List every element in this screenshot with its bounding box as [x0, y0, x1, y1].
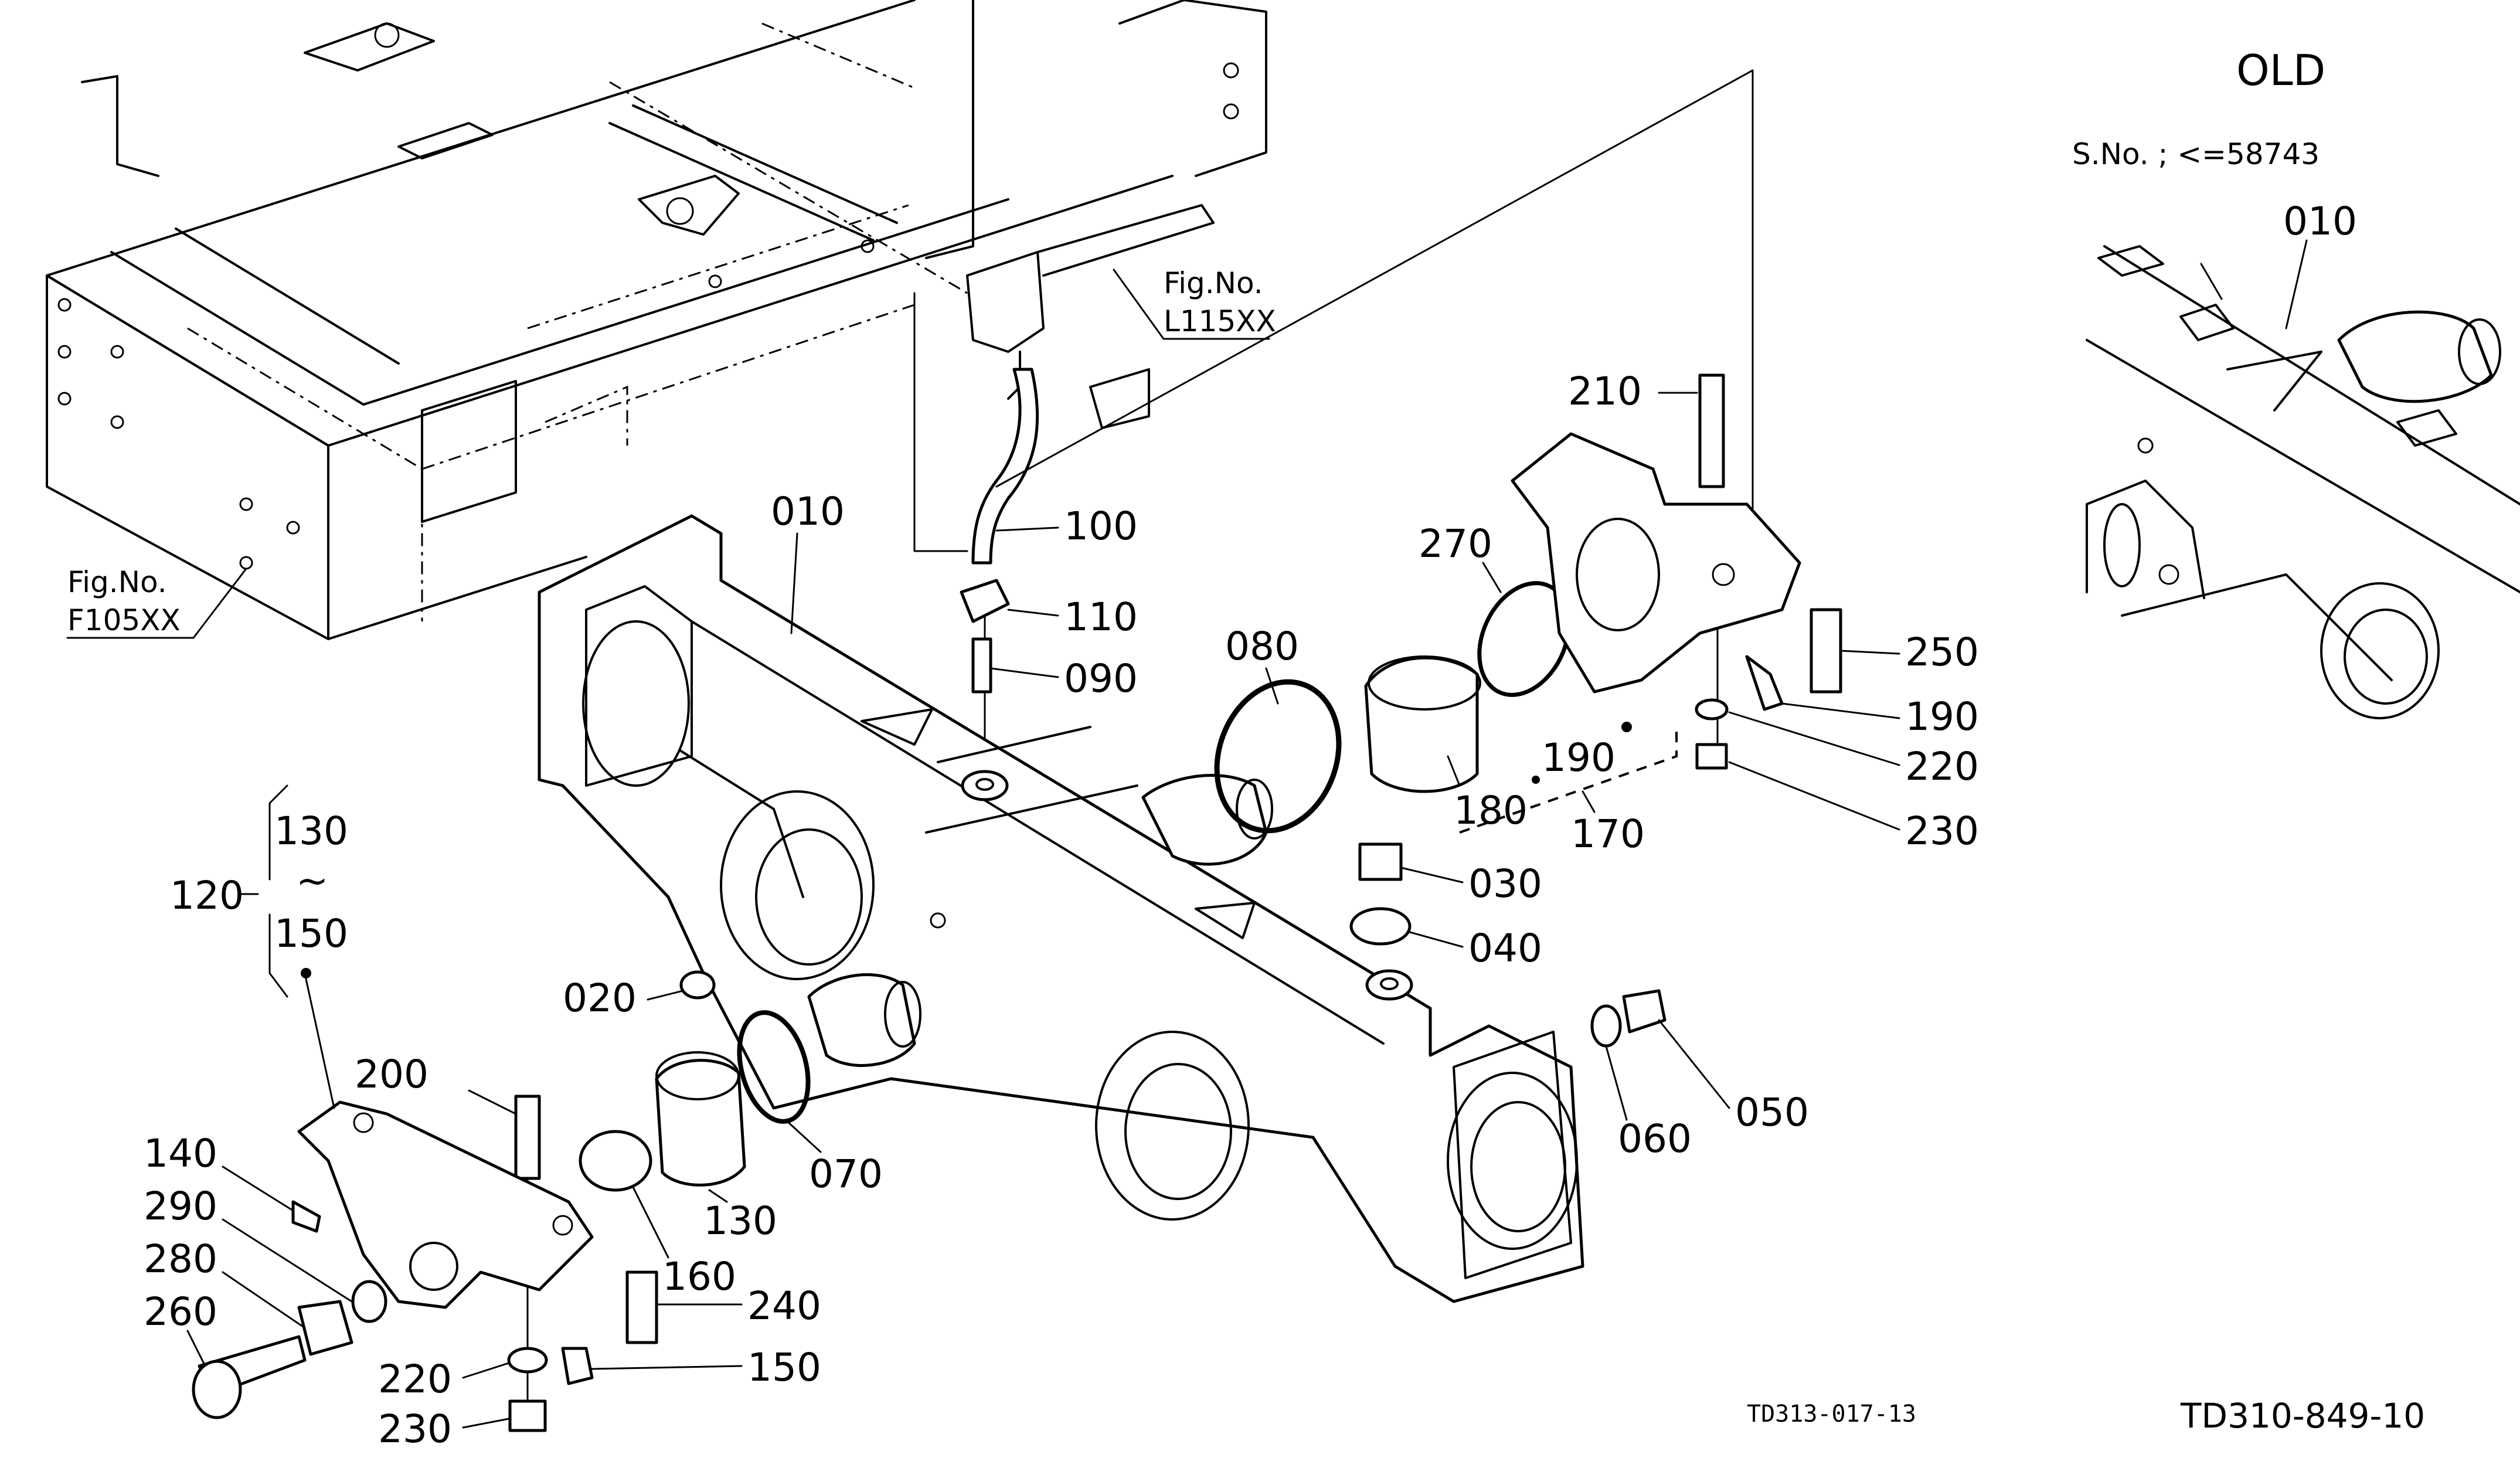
callout-200: 200	[355, 1052, 428, 1097]
callout-280: 280	[144, 1236, 217, 1282]
callout-040: 040	[1468, 926, 1542, 971]
callout-190-right: 190	[1905, 694, 1979, 739]
callout-250: 250	[1905, 630, 1979, 675]
callout-160: 160	[662, 1254, 736, 1299]
fig-ref-pipe: Fig.No. L115XX	[1113, 266, 1276, 340]
callout-190-left: 190	[1542, 735, 1616, 780]
callout-110: 110	[1064, 594, 1138, 640]
fig-ref-pipe-line1: Fig.No.	[1164, 266, 1263, 300]
fig-ref-frame-line1: Fig.No.	[67, 565, 167, 599]
old-title: OLD	[2236, 46, 2325, 95]
fig-ref-pipe-line2: L115XX	[1164, 304, 1276, 338]
drawing-codes: TD313-017-13 TD310-849-10	[1747, 1396, 2425, 1436]
callout-group-150: 150	[274, 911, 348, 956]
callout-150: 150	[747, 1345, 821, 1390]
callout-070: 070	[809, 1151, 883, 1197]
callout-270: 270	[1419, 521, 1492, 566]
callout-140: 140	[144, 1131, 217, 1176]
serial-note: S.No. ; <=58743	[2072, 137, 2320, 171]
callout-020: 020	[563, 976, 637, 1021]
group-range-tilde: ~	[296, 858, 328, 903]
fig-ref-frame: Fig.No. F105XX	[66, 565, 247, 639]
callout-120: 120	[170, 873, 244, 918]
old-version-inset: OLD S.No. ; <=58743 010	[2072, 46, 2520, 719]
drawing-code-small: TD313-017-13	[1747, 1401, 1916, 1428]
callout-180: 180	[1454, 788, 1528, 833]
pipe-assembly	[966, 204, 1215, 565]
drawing-code-large: TD310-849-10	[2180, 1396, 2425, 1436]
callout-080: 080	[1225, 624, 1299, 669]
callout-130: 130	[703, 1198, 777, 1243]
callout-220-bottom: 220	[378, 1357, 452, 1402]
small-parts	[192, 373, 1842, 1432]
callout-210: 210	[1568, 369, 1642, 414]
callout-010-inset: 010	[2283, 199, 2357, 244]
callout-290: 290	[144, 1184, 217, 1229]
callout-090: 090	[1064, 656, 1138, 701]
callout-230-right: 230	[1905, 808, 1979, 854]
callout-260: 260	[144, 1289, 217, 1334]
tractor-frame-phantom	[46, 0, 1267, 640]
callout-060: 060	[1618, 1116, 1692, 1161]
callout-230-bottom: 230	[378, 1406, 452, 1452]
callout-010: 010	[771, 489, 845, 534]
callout-240: 240	[747, 1283, 821, 1328]
callout-030: 030	[1468, 861, 1542, 906]
fig-ref-frame-line2: F105XX	[67, 603, 181, 637]
callout-100: 100	[1064, 504, 1138, 549]
callout-220-right: 220	[1905, 744, 1979, 789]
callout-170: 170	[1571, 811, 1645, 857]
callout-labels: 010 100 110 090 080 270 210 250 190 220 …	[144, 369, 1979, 1452]
callout-050: 050	[1735, 1090, 1809, 1135]
axle-housing-010	[538, 514, 1584, 1303]
callout-group-130: 130	[274, 808, 348, 854]
